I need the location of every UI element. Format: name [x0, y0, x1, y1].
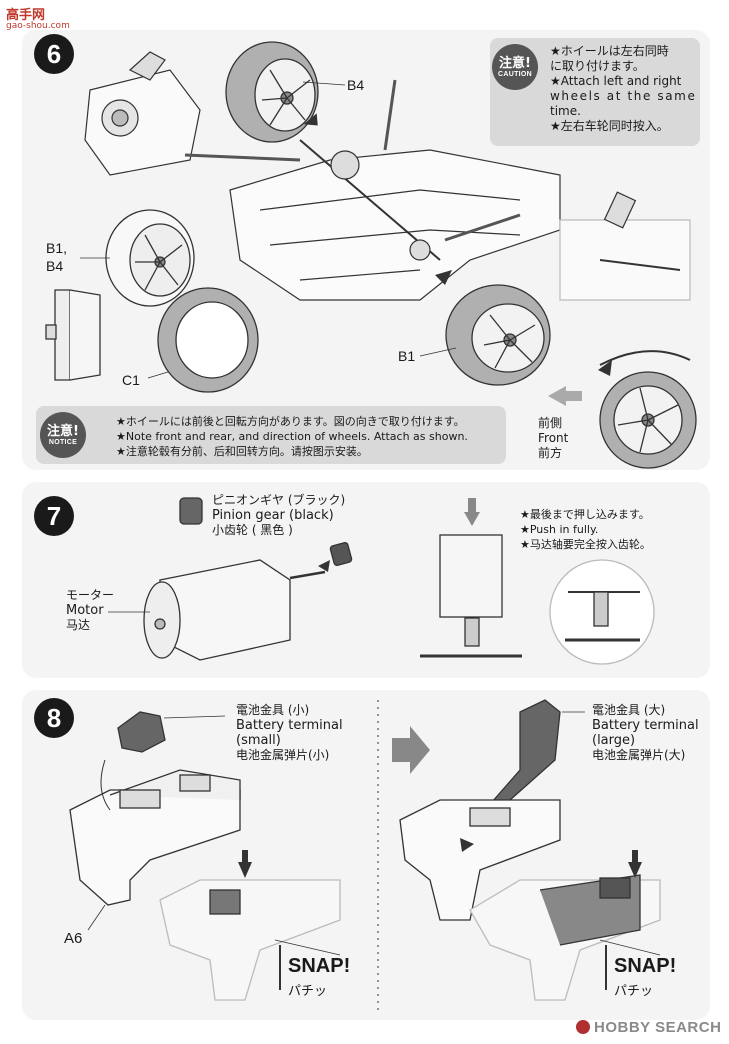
front-label-jp: 前側	[538, 416, 563, 430]
motor-label: モーター Motor 马达	[66, 588, 114, 633]
notice-text: ★ホイールには前後と回転方向があります。図の向きで取り付けます。 ★Note f…	[116, 414, 506, 459]
watermark-logo-icon	[576, 1020, 590, 1034]
notice-badge-jp: 注意!	[47, 424, 79, 439]
site-name: 高手网	[6, 8, 46, 23]
watermark-text: HOBBY SEARCH	[594, 1019, 722, 1036]
notice-line: ★ホイールには前後と回転方向があります。図の向きで取り付けます。	[116, 415, 465, 428]
snap-sub-left: パチッ	[288, 984, 328, 999]
pinion-label: ピニオンギヤ (ブラック) Pinion gear (black) 小齿轮 ( …	[212, 493, 345, 538]
snap-label-left: SNAP!	[288, 955, 351, 977]
step6-notice-box	[36, 406, 506, 464]
small-terminal-en2: (small)	[236, 733, 281, 748]
caution-badge-en: CAUTION	[498, 71, 532, 78]
notice-badge-en: NOTICE	[48, 439, 78, 446]
snap-label-right: SNAP!	[614, 955, 677, 977]
small-terminal-cn: 电池金属弹片(小)	[236, 748, 330, 762]
push-label-en: ★Push in fully.	[520, 523, 599, 536]
caution-line: time.	[550, 104, 581, 118]
large-terminal-en2: (large)	[592, 733, 636, 748]
label-b4: B4	[347, 77, 365, 93]
caution-line: ★ホイールは左右同時	[550, 44, 669, 58]
front-label-cn: 前方	[538, 446, 563, 460]
large-terminal-en1: Battery terminal	[592, 718, 699, 733]
push-label: ★最後まで押し込みます。 ★Push in fully. ★马达轴要完全按入齿轮…	[520, 507, 651, 552]
large-terminal-label: 電池金具 (大) Battery terminal (large) 电池金属弹片…	[592, 703, 699, 763]
caution-line: wheels at the same	[550, 89, 697, 103]
small-terminal-en1: Battery terminal	[236, 718, 343, 733]
label-c1: C1	[122, 372, 140, 388]
pinion-label-jp: ピニオンギヤ (ブラック)	[212, 493, 346, 507]
caution-badge-jp: 注意!	[499, 56, 531, 71]
caution-badge: 注意! CAUTION	[492, 44, 538, 90]
motor-label-cn: 马达	[66, 618, 91, 632]
small-terminal-label: 電池金具 (小) Battery terminal (small) 电池金属弹片…	[236, 703, 343, 763]
snap-sub-right: パチッ	[614, 984, 654, 999]
front-label: 前側 Front 前方	[538, 416, 568, 461]
pinion-label-en: Pinion gear (black)	[212, 508, 334, 523]
step7-number: 7	[34, 496, 74, 536]
label-b1: B1	[398, 348, 416, 364]
large-terminal-jp: 電池金具 (大)	[592, 703, 666, 717]
label-b1-b4-a: B1,	[46, 240, 68, 256]
front-label-en: Front	[538, 431, 569, 445]
step8-number: 8	[34, 698, 74, 738]
caution-line: ★左右车轮同时按入。	[550, 119, 669, 133]
small-terminal-jp: 電池金具 (小)	[236, 703, 310, 717]
step6-number: 6	[34, 34, 74, 74]
label-a6: A6	[64, 930, 83, 947]
caution-line: に取り付けます。	[550, 59, 645, 73]
site-url: gao-shou.com	[6, 21, 70, 31]
push-label-cn: ★马达轴要完全按入齿轮。	[520, 538, 651, 551]
caution-text: ★ホイールは左右同時 に取り付けます。 ★Attach left and rig…	[550, 44, 700, 134]
label-b1-b4-b: B4	[46, 258, 64, 274]
site-logo: 高手网	[6, 4, 45, 23]
pinion-label-cn: 小齿轮 ( 黑色 )	[212, 523, 293, 537]
motor-label-en: Motor	[66, 603, 104, 618]
large-terminal-cn: 电池金属弹片(大)	[592, 748, 686, 762]
notice-badge: 注意! NOTICE	[40, 412, 86, 458]
watermark: HOBBY SEARCH	[576, 1019, 721, 1036]
motor-label-jp: モーター	[66, 588, 115, 602]
caution-line: ★Attach left and right	[550, 74, 682, 88]
push-label-jp: ★最後まで押し込みます。	[520, 508, 650, 521]
notice-line: ★Note front and rear, and direction of w…	[116, 430, 468, 443]
notice-line: ★注意轮毂有分前、后和回转方向。请按图示安装。	[116, 445, 368, 458]
